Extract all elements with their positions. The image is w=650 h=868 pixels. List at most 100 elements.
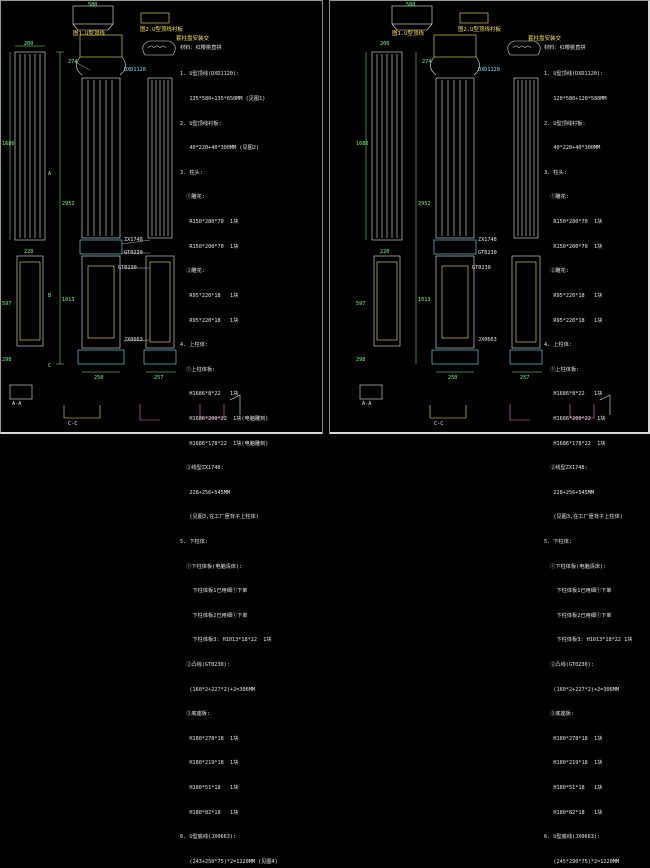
note-line: 6. U型底线(JX0663):	[180, 834, 237, 841]
note-line: ③底座板:	[180, 711, 211, 718]
right-column-drawing	[359, 5, 611, 421]
label-jx: JX0663	[124, 337, 143, 343]
note-line: H1686*200*22 1块	[544, 415, 606, 422]
note-line: ②凸线(GT0230):	[544, 662, 594, 669]
note-line: ①下柱体板(电脑清床):	[180, 563, 243, 570]
dim-1686: 1686	[2, 141, 15, 147]
u-top-profile	[72, 5, 114, 25]
label-dxd: DXD1120	[124, 67, 146, 73]
install-title: 套柱盘安装交	[528, 36, 562, 42]
note-line: H1686*200*22 1块(电脑雕刻)	[180, 415, 269, 422]
note-line: 2. U型顶线衬板:	[544, 120, 586, 127]
dim-274: 274	[422, 59, 432, 65]
note-line: R150*280*70 1块	[544, 219, 603, 226]
note-line: H180*278*18 1块	[544, 735, 603, 742]
mark-c: C	[48, 363, 52, 369]
note-line: 6. U型底线(JX0663):	[544, 834, 601, 841]
note-line: ②雕花:	[180, 268, 205, 275]
label-gt-2: GT0230	[118, 265, 137, 271]
dim-298: 298	[356, 357, 366, 363]
note-line: R95*220*18 1块	[544, 292, 603, 299]
materials-label: 材料：红樱桃直拼	[180, 45, 222, 51]
label-cc: C-C	[68, 421, 78, 427]
note-line: (160*2+227*2)+2=306MM	[544, 686, 619, 693]
note-line: 下柱体板3: H1013*18*22 1块	[180, 637, 272, 644]
dim-220: 220	[380, 249, 390, 255]
left-column-drawing	[9, 5, 241, 421]
note-line: 2. U型顶线衬板:	[180, 120, 222, 127]
dim-298: 298	[2, 357, 12, 363]
section-a-a	[9, 384, 33, 400]
label-gt-1: GT0230	[478, 250, 497, 256]
dim-597: 597	[356, 301, 366, 307]
dim-250: 250	[448, 375, 458, 381]
note-line: H180*51*18 1块	[544, 785, 603, 792]
note-line: 1. U型顶线(DXD1120):	[180, 71, 240, 78]
note-line: 3. 柱头:	[180, 169, 203, 176]
note-line: (245*290*75)*2=1220MM	[544, 858, 619, 865]
note-line: H180*51*18 1块	[180, 785, 239, 792]
note-line: 5. 下柱体:	[544, 538, 573, 545]
note-line: (见图3,在工厂匪背子上柱体)	[180, 514, 259, 521]
u-top-profile-lip	[72, 23, 114, 31]
dim-2952: 2952	[62, 201, 75, 207]
label-zx: ZX1748	[478, 237, 497, 243]
note-line: H180*219*18 1块	[544, 760, 603, 767]
note-line: H180*219*18 1块	[180, 760, 239, 767]
upper-shaft-side	[147, 77, 173, 239]
note-line: 下柱体板1已用细①下单	[180, 588, 248, 595]
note-line: 120*580+120*580MM	[544, 96, 607, 103]
lower-column-side	[16, 255, 44, 347]
note-line: ③底座板:	[544, 711, 575, 718]
materials-label: 材料：红樱桃直拼	[544, 45, 586, 51]
label-aa: A-A	[362, 401, 372, 407]
right-drawing-panel[interactable]: 图1.U型顶线 图2.U型顶线衬板 套柱盘安装交 材料：红樱桃直拼 1. U型顶…	[330, 0, 648, 865]
label-cc: C-C	[434, 421, 444, 427]
dim-1013: 1013	[418, 297, 431, 303]
left-drawing-panel[interactable]: 图1.U型顶线 图2.U型顶线衬板 套柱盘安装交 材料：红樱桃直拼 1. U型顶…	[0, 0, 322, 865]
upper-shaft-front	[81, 77, 121, 239]
note-line: 下柱体板3: H1013*18*22 1块	[544, 637, 633, 644]
note-line: R95*220*18 1块	[180, 292, 239, 299]
dim-597: 597	[2, 301, 12, 307]
fig2-title: 图2.U型顶线衬板	[140, 27, 183, 33]
label-aa: A-A	[12, 401, 22, 407]
label-jx: JX0663	[478, 337, 497, 343]
note-line: ①雕花:	[544, 194, 569, 201]
note-line: ②雕花:	[544, 268, 569, 275]
dim-200: 200	[380, 41, 390, 47]
note-line: (见图3,在工厂匪背子上柱体)	[544, 514, 623, 521]
note-line: R150*280*70 1块	[180, 219, 239, 226]
dim-1013: 1013	[62, 297, 75, 303]
note-line: ②线型ZX1748:	[180, 465, 224, 472]
spec-notes: 1. U型顶线(DXD1120): 135*580+135*650MM (见图1…	[180, 54, 278, 868]
dim-200: 200	[24, 41, 34, 47]
note-line: 228+256+545MM	[544, 489, 594, 496]
note-line: 40*220+40*300MM	[544, 145, 601, 152]
lower-shaft-front	[81, 255, 121, 349]
note-line: H180*82*18 1块	[180, 809, 239, 816]
note-line: (243+250*75)*2=1220MM (见图4)	[180, 858, 278, 865]
dim-580: 580	[88, 2, 98, 8]
dim-2952: 2952	[418, 201, 431, 207]
note-line: 3. 柱头:	[544, 169, 567, 176]
note-line: R150*200*70 1块	[180, 243, 239, 250]
note-line: ②凸线(GT0230):	[180, 662, 230, 669]
note-line: ①下柱体板(电脑清床):	[544, 563, 607, 570]
note-line: H1686*178*22 1块	[544, 440, 606, 447]
install-title: 套柱盘安装交	[176, 36, 210, 42]
note-line: H1686*8*22 1块	[544, 391, 603, 398]
note-line: 下柱体板1已用细①下单	[544, 588, 612, 595]
note-line: H180*82*18 1块	[544, 809, 603, 816]
note-line: R150*200*70 1块	[544, 243, 603, 250]
note-line: ①上柱体板:	[544, 366, 580, 373]
dim-1686: 1686	[356, 141, 369, 147]
dim-274: 274	[68, 59, 78, 65]
section-c-c	[63, 405, 101, 419]
note-line: 135*580+135*650MM (见图1)	[180, 96, 266, 103]
note-line: 228+256+545MM	[180, 489, 230, 496]
note-line: 下柱体板2已用细①下单	[544, 612, 612, 619]
fig1-title: 图1.U型顶线	[392, 31, 424, 37]
dim-220: 220	[24, 249, 34, 255]
note-line: H180*278*18 1块	[180, 735, 239, 742]
